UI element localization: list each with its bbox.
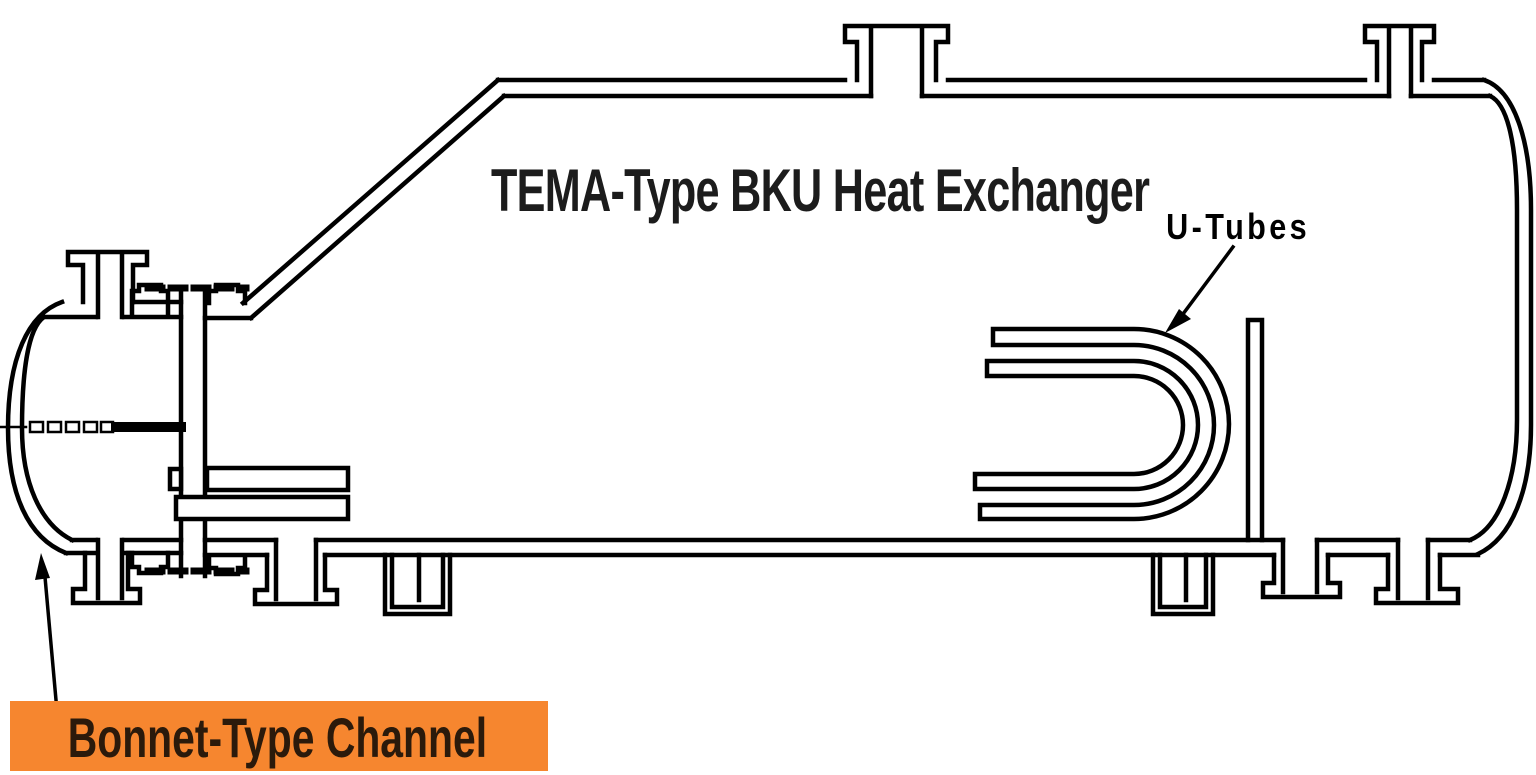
u-tubes-arrowhead bbox=[1165, 309, 1191, 333]
tubesheet-flange-column bbox=[178, 287, 208, 579]
bonnet-arrow-line bbox=[43, 575, 58, 702]
shell-bottom-nozzle-left bbox=[252, 537, 340, 607]
tube-centerline-open-dashes bbox=[28, 420, 115, 434]
shell-top-nozzle-right bbox=[1362, 23, 1437, 99]
shell-top-nozzle-center bbox=[842, 23, 951, 99]
saddle-support-left bbox=[382, 552, 453, 617]
bonnet-arrow bbox=[35, 553, 58, 702]
u-tube-bundle bbox=[972, 326, 1232, 522]
kettle-shell-wall bbox=[202, 76, 1534, 558]
shell-bottom-nozzle-mid bbox=[1260, 537, 1343, 600]
weir-plate bbox=[1245, 317, 1265, 543]
diagram-title: TEMA-Type BKU Heat Exchanger bbox=[491, 158, 1150, 225]
drawing-lines bbox=[0, 23, 1534, 702]
bonnet-bottom-nozzle bbox=[70, 537, 143, 606]
tube-stubs bbox=[167, 465, 351, 522]
u-tubes-arrow-line bbox=[1177, 244, 1236, 321]
u-tubes-arrow bbox=[1165, 244, 1236, 333]
saddle-support-right bbox=[1150, 552, 1216, 617]
bonnet-arrowhead bbox=[35, 553, 50, 580]
u-tubes-label: U-Tubes bbox=[1166, 208, 1310, 248]
shell-bottom-nozzle-right bbox=[1373, 537, 1461, 606]
bonnet-callout-label: Bonnet-Type Channel bbox=[68, 708, 487, 770]
diagram-labels: TEMA-Type BKU Heat Exchanger U-Tubes Bon… bbox=[10, 158, 1310, 771]
bonnet-top-nozzle bbox=[65, 249, 150, 320]
bonnet-callout-box bbox=[10, 701, 548, 771]
